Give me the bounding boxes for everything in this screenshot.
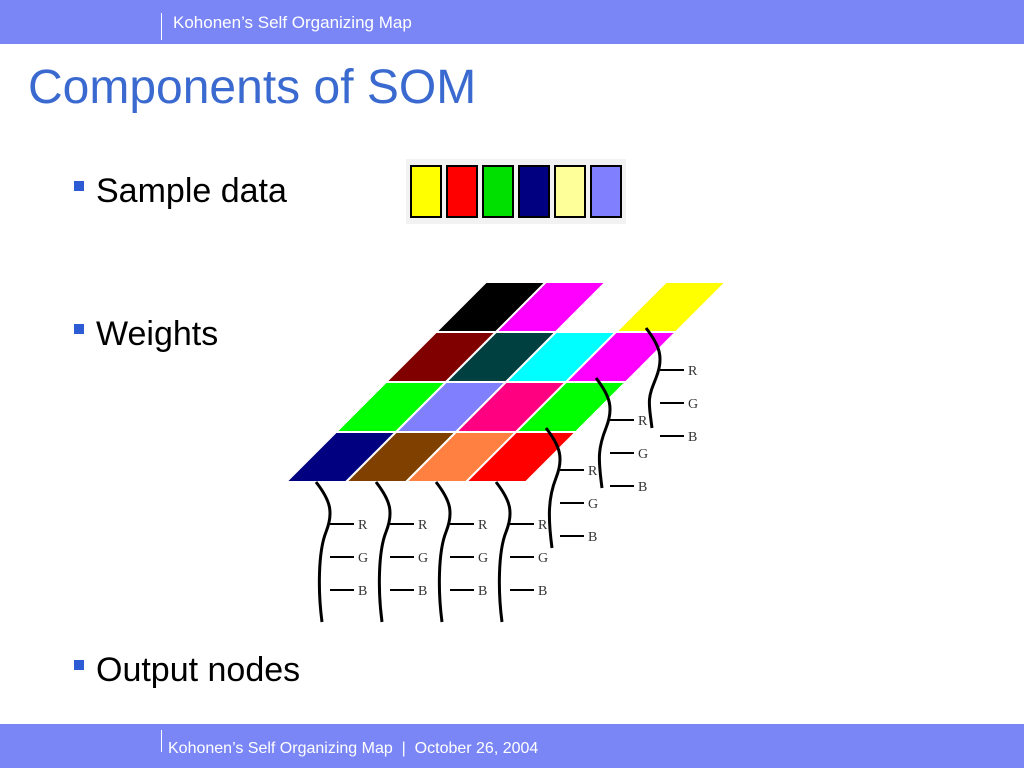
footer-title: Kohonen’s Self Organizing Map xyxy=(168,740,393,757)
output-node-side-2-label-g: G xyxy=(638,447,648,462)
footer-text: Kohonen’s Self Organizing Map | October … xyxy=(168,740,538,758)
bullet-weights: Weights xyxy=(74,315,218,354)
output-node-side-2-label-r: R xyxy=(638,414,648,429)
output-node-side-2 xyxy=(594,377,612,489)
footer-divider xyxy=(161,730,162,752)
output-node-front-2-label-b: B xyxy=(418,584,427,599)
som-grid-diagram: R G B R G B R G B R G B R G B R G B R G B xyxy=(283,281,729,623)
output-node-side-3-label-b: B xyxy=(688,430,697,445)
header-title: Kohonen’s Self Organizing Map xyxy=(173,13,412,32)
output-node-front-4-label-g: G xyxy=(538,551,548,566)
sample-swatch-1 xyxy=(410,165,442,218)
square-bullet-icon xyxy=(74,323,84,334)
sample-swatch-3 xyxy=(482,165,514,218)
output-node-side-2-label-b: B xyxy=(638,480,647,495)
header-divider xyxy=(161,13,162,40)
bullet-label: Sample data xyxy=(96,172,287,210)
bullet-sample-data: Sample data xyxy=(74,172,287,211)
output-node-side-1 xyxy=(544,427,562,549)
square-bullet-icon xyxy=(74,659,84,670)
output-node-front-3 xyxy=(434,481,452,623)
output-node-front-3-label-r: R xyxy=(478,518,488,533)
output-node-front-3-label-g: G xyxy=(478,551,488,566)
output-node-side-3 xyxy=(644,327,662,429)
footer-date: October 26, 2004 xyxy=(414,740,539,757)
output-node-front-2 xyxy=(374,481,392,623)
footer-separator: | xyxy=(401,740,406,757)
output-node-front-1-label-r: R xyxy=(358,518,368,533)
bullet-output-nodes: Output nodes xyxy=(74,651,300,690)
output-node-front-2-label-r: R xyxy=(418,518,428,533)
output-node-front-3-label-b: B xyxy=(478,584,487,599)
grid-cell-r4-c4 xyxy=(463,431,579,483)
sample-data-swatches xyxy=(406,159,626,224)
slide-title: Components of SOM xyxy=(28,61,477,114)
output-node-front-4 xyxy=(494,481,512,623)
sample-swatch-6 xyxy=(590,165,622,218)
output-node-front-1 xyxy=(314,481,332,623)
output-node-side-3-label-g: G xyxy=(688,397,698,412)
output-node-front-1-label-b: B xyxy=(358,584,367,599)
sample-swatch-2 xyxy=(446,165,478,218)
bullet-label: Weights xyxy=(96,315,219,353)
output-node-side-3-label-r: R xyxy=(688,364,698,379)
square-bullet-icon xyxy=(74,180,84,191)
output-node-front-4-label-r: R xyxy=(538,518,548,533)
footer-band: Kohonen’s Self Organizing Map | October … xyxy=(0,724,1024,768)
output-node-side-1-label-r: R xyxy=(588,464,598,479)
output-node-side-1-label-g: G xyxy=(588,497,598,512)
output-node-side-1-label-b: B xyxy=(588,530,597,545)
output-node-front-2-label-g: G xyxy=(418,551,428,566)
sample-swatch-5 xyxy=(554,165,586,218)
bullet-label: Output nodes xyxy=(96,651,301,689)
header-band: Kohonen’s Self Organizing Map xyxy=(0,0,1024,44)
output-node-front-1-label-g: G xyxy=(358,551,368,566)
output-node-front-4-label-b: B xyxy=(538,584,547,599)
sample-swatch-4 xyxy=(518,165,550,218)
